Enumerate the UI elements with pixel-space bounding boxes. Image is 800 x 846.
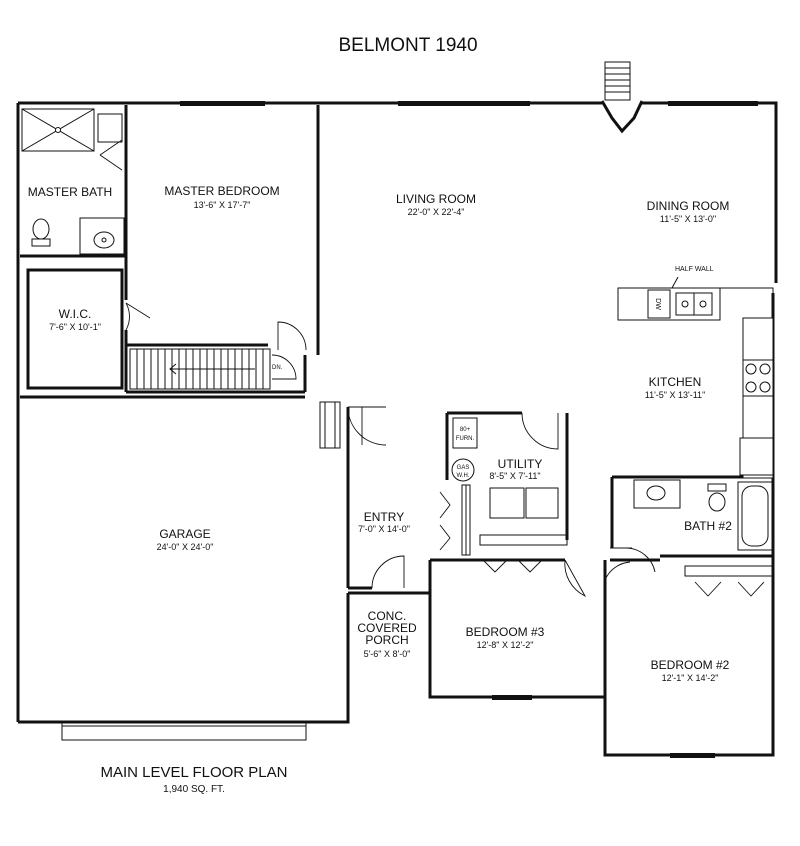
plan-area: 1,940 SQ. FT. [163, 784, 225, 795]
master-bath-name: MASTER BATH [28, 185, 112, 199]
wic-door [125, 302, 151, 331]
stair-down-note: DN. [272, 365, 283, 371]
wic-dims: 7'-6" X 10'-1" [49, 322, 101, 332]
water-heater-label-1: GAS [457, 465, 470, 471]
master-bedroom-door [277, 321, 307, 351]
dishwasher-label: DW [654, 298, 661, 310]
garage-dims: 24'-0" X 24'-0" [157, 542, 214, 552]
master-bedroom-dims: 13'-6" X 17'-7" [194, 200, 251, 210]
front-door [371, 555, 405, 589]
chimney [600, 61, 644, 134]
garage-door [61, 721, 307, 741]
hall-closets [479, 534, 656, 598]
bedroom3-door [564, 559, 587, 598]
wic-name: W.I.C. [59, 307, 92, 321]
bath2-toilet-bowl [708, 492, 726, 512]
toilet-tank [31, 238, 51, 247]
furnace [452, 417, 478, 449]
porch-name-3: PORCH [365, 633, 408, 647]
dining-room-dims: 11'-5" X 13'-0" [660, 214, 716, 224]
utility-name: UTILITY [498, 457, 543, 471]
dishwasher [647, 289, 671, 319]
toilet-bowl [32, 218, 50, 240]
porch-name-2: COVERED [357, 621, 417, 635]
bedroom2-closet [684, 565, 774, 597]
linen-cabinet [97, 113, 123, 143]
water-heater-label-2: W.H. [457, 473, 470, 479]
entry-closet [439, 484, 471, 556]
master-bedroom-name: MASTER BEDROOM [164, 184, 279, 198]
bedroom2-dims: 12'-1" X 14'-2" [662, 673, 719, 683]
half-wall-note: HALF WALL [675, 266, 714, 273]
living-room-dims: 22'-0" X 22'-4" [408, 207, 465, 217]
garage-entry-door [319, 401, 387, 449]
bedroom2-name: BEDROOM #2 [651, 658, 730, 672]
furnace-label-1: 80+ [460, 427, 471, 433]
dryer [525, 487, 559, 519]
entry-dims: 7'-0" X 14'-0" [358, 524, 410, 534]
interior-walls [20, 105, 773, 697]
bath2-name: BATH #2 [684, 519, 732, 533]
stairs [129, 348, 297, 390]
bedroom3-name: BEDROOM #3 [466, 625, 545, 639]
windows [180, 101, 758, 758]
plan-title: BELMONT 1940 [338, 35, 477, 56]
master-bath-fixtures [21, 108, 125, 255]
entry-name: ENTRY [364, 510, 404, 524]
bath2-fixtures [633, 479, 773, 551]
bedroom3-dims: 12'-8" X 12'-2" [477, 640, 534, 650]
water-heater [451, 458, 475, 482]
porch-dims: 5'-6" X 8'-0" [364, 649, 411, 659]
kitchen-cabinets: DW [617, 276, 774, 479]
bath2-sink [646, 485, 666, 501]
stair-door [271, 354, 297, 380]
bath2-toilet-tank [707, 483, 727, 492]
furnace-label-2: FURN. [456, 436, 475, 442]
washer [489, 487, 525, 519]
porch-name-1: CONC. [368, 609, 407, 623]
kitchen-name: KITCHEN [649, 375, 702, 389]
garage-name: GARAGE [159, 527, 210, 541]
bath2-door [610, 547, 656, 573]
living-room-name: LIVING ROOM [396, 192, 476, 206]
utility-fixtures: 80+ FURN. GAS W.H. [451, 412, 559, 519]
plan-label: MAIN LEVEL FLOOR PLAN [100, 764, 287, 781]
utility-dims: 8'-5" X 7'-11" [489, 471, 540, 481]
refrigerator [739, 437, 774, 476]
dining-room-name: DINING ROOM [647, 199, 730, 213]
kitchen-dims: 11'-5" X 13'-11" [645, 390, 706, 400]
bedroom2-door [604, 561, 631, 581]
